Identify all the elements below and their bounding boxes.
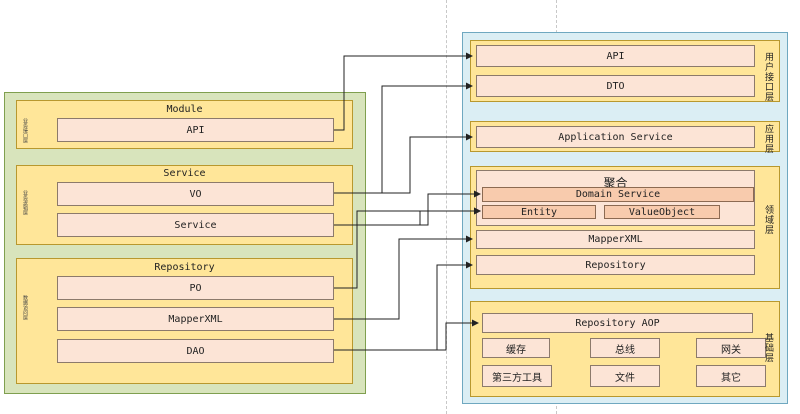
application-side-label: 应用层	[763, 124, 773, 154]
module-side-label: 业务接口层	[22, 118, 28, 143]
arrow-dao-to-repository-aop	[334, 319, 479, 351]
arrow-po-to-entity	[334, 207, 481, 289]
repository-side-label: 数据访问层	[22, 295, 28, 320]
third-party-tools-box: 第三方工具	[482, 365, 552, 387]
value-object-box: ValueObject	[604, 205, 720, 219]
domain-mapperxml-box: MapperXML	[476, 230, 755, 249]
arrow-vo-to-dto	[334, 82, 473, 194]
infrastructure-side-label: 基础层	[763, 333, 773, 363]
arrow-vo-to-application	[334, 133, 473, 194]
arrow-dao-to-repository	[334, 261, 473, 351]
arrow-service-to-domain-service	[334, 190, 481, 226]
dao-box: DAO	[57, 339, 334, 363]
service-box: Service	[57, 213, 334, 237]
cache-box: 缓存	[482, 338, 550, 358]
repository-title: Repository	[154, 262, 215, 273]
guide-line	[446, 0, 447, 414]
entity-box: Entity	[482, 205, 596, 219]
gateway-box: 网关	[696, 338, 766, 358]
user-interface-side-label: 用户接口层	[763, 52, 773, 102]
ui-api-box: API	[476, 45, 755, 67]
module-api-box: API	[57, 118, 334, 142]
domain-side-label: 领域层	[763, 205, 773, 235]
po-box: PO	[57, 276, 334, 300]
vo-box: VO	[57, 182, 334, 206]
file-box: 文件	[590, 365, 660, 387]
application-service-box: Application Service	[476, 126, 755, 148]
module-title: Module	[166, 104, 203, 115]
bus-box: 总线	[590, 338, 660, 358]
service-side-label: 业务逻辑层	[22, 190, 28, 215]
other-box: 其它	[696, 365, 766, 387]
domain-repository-box: Repository	[476, 255, 755, 275]
dto-box: DTO	[476, 75, 755, 97]
aggregate-title: 聚合	[603, 176, 628, 190]
service-title: Service	[163, 168, 206, 179]
mapperxml-box: MapperXML	[57, 307, 334, 331]
arrow-service-to-entity	[334, 207, 481, 226]
arrow-api-to-api	[334, 52, 473, 131]
repository-aop-box: Repository AOP	[482, 313, 753, 333]
arrow-mapperxml-to-mapperxml	[334, 235, 473, 320]
domain-service-box: Domain Service	[482, 187, 754, 202]
